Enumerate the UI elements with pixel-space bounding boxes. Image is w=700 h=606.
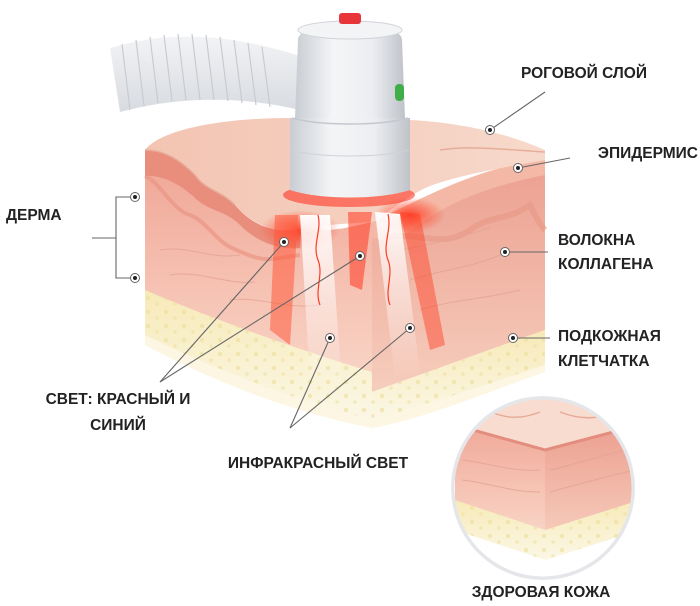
label-dermis: ДЕРМА — [6, 207, 62, 224]
label-subcutaneous-line1: ПОДКОЖНАЯ — [558, 328, 661, 345]
device — [283, 13, 415, 207]
device-indicator — [395, 84, 404, 101]
leader-infrared — [289, 323, 415, 429]
label-light-line1: СВЕТ: КРАСНЫЙ И — [46, 390, 191, 408]
light-beams — [260, 197, 445, 390]
leader-stratum-corneum — [485, 91, 546, 135]
leader-epidermis — [513, 157, 571, 173]
leader-subcutaneous — [508, 333, 550, 343]
device-hose — [110, 33, 300, 112]
label-healthy-skin: ЗДОРОВАЯ КОЖА — [472, 584, 611, 601]
label-collagen-line2: КОЛЛАГЕНА — [558, 256, 654, 273]
label-light-line2: СИНИЙ — [90, 416, 146, 434]
label-stratum-corneum: РОГОВОЙ СЛОЙ — [521, 64, 647, 82]
leader-red-blue-light — [159, 237, 365, 383]
label-epidermis: ЭПИДЕРМИС — [598, 145, 698, 162]
device-button — [339, 13, 361, 24]
healthy-skin-inset — [451, 396, 635, 580]
leader-collagen — [500, 247, 548, 257]
label-subcutaneous-line2: КЛЕТЧАТКА — [558, 353, 650, 370]
label-infrared: ИНФРАКРАСНЫЙ СВЕТ — [228, 454, 409, 472]
leader-dermis-bracket — [92, 192, 140, 283]
label-collagen-line1: ВОЛОКНА — [558, 232, 635, 249]
